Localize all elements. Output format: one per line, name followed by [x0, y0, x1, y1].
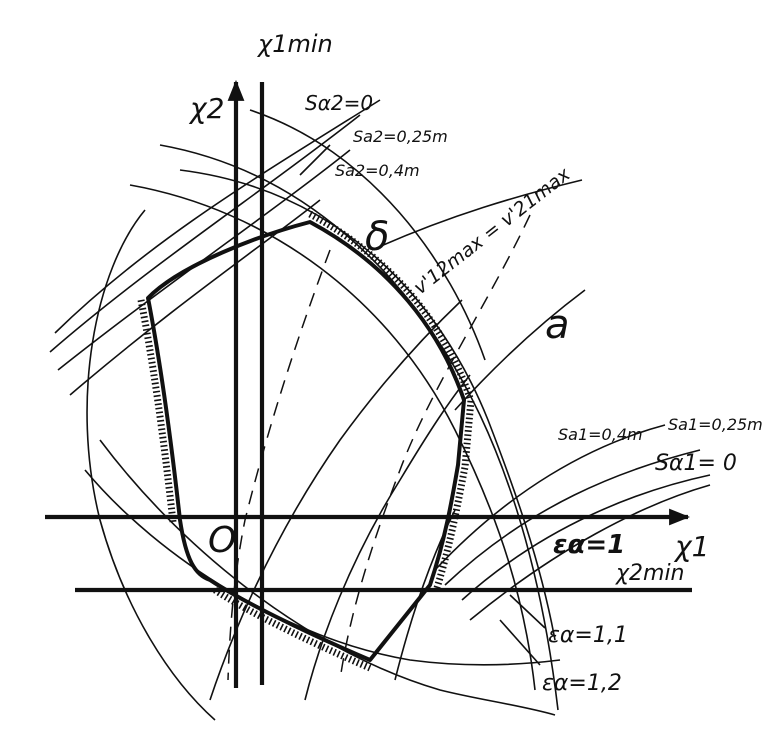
- inner-curve-2: [304, 374, 471, 701]
- eps-curve-1: [84, 469, 561, 666]
- label-delta: δ: [365, 214, 389, 260]
- sa2-curve-2: [49, 114, 361, 353]
- arc-1: [159, 144, 559, 711]
- contour-hatch-right: [433, 399, 475, 590]
- label-x1: χ1: [673, 530, 709, 563]
- contour-boundary: [146, 220, 466, 662]
- label-eps-12: εα=1,2: [542, 671, 622, 696]
- sa1-curve-4: [469, 484, 711, 621]
- label-sa1-04: Sa1=0,4m: [558, 425, 643, 444]
- label-sa1-0: Sα1= 0: [655, 451, 737, 476]
- eps-leader-2: [499, 619, 541, 666]
- arc-4: [179, 169, 556, 641]
- eps-curve-2: [99, 439, 556, 716]
- contour-hatch-bottom: [213, 587, 372, 672]
- contour-hatch-top: [308, 210, 474, 400]
- sa1-curve-3: [461, 474, 711, 601]
- label-x2: χ2: [188, 92, 224, 125]
- sa2-leader: [299, 144, 331, 176]
- label-sa2-025: Sa2=0,25m: [353, 127, 448, 146]
- contour-hatch-left: [137, 299, 177, 523]
- upper-right-line: [371, 179, 583, 251]
- label-eps-11: εα=1,1: [548, 623, 628, 648]
- label-x1min: χ1min: [256, 30, 333, 58]
- arc-3: [249, 109, 486, 361]
- inner-curve-1: [209, 299, 463, 701]
- label-x2min: χ2min: [615, 561, 685, 586]
- sa2-curve-4: [69, 199, 321, 396]
- sa2-curve-1: [54, 99, 381, 334]
- label-sa1-025: Sa1=0,25m: [668, 415, 763, 434]
- label-eps-1: εα=1: [553, 530, 625, 560]
- arc-2: [129, 184, 536, 691]
- label-origin: O: [208, 520, 236, 561]
- eps-leader-1: [509, 594, 546, 629]
- label-a: a: [545, 302, 570, 348]
- sa2-curve-3: [57, 149, 351, 371]
- dashed-curve-2: [339, 214, 531, 681]
- dashed-curve-1: [227, 249, 331, 681]
- left-arc: [86, 209, 216, 721]
- label-sa2-04: Sa2=0,4m: [335, 161, 420, 180]
- sa1-curve-2: [444, 449, 701, 586]
- label-v-eq: v'12max = v'21max: [410, 163, 575, 299]
- sa1-curve-1: [434, 424, 666, 571]
- label-sa2-0: Sα2=0: [305, 91, 373, 115]
